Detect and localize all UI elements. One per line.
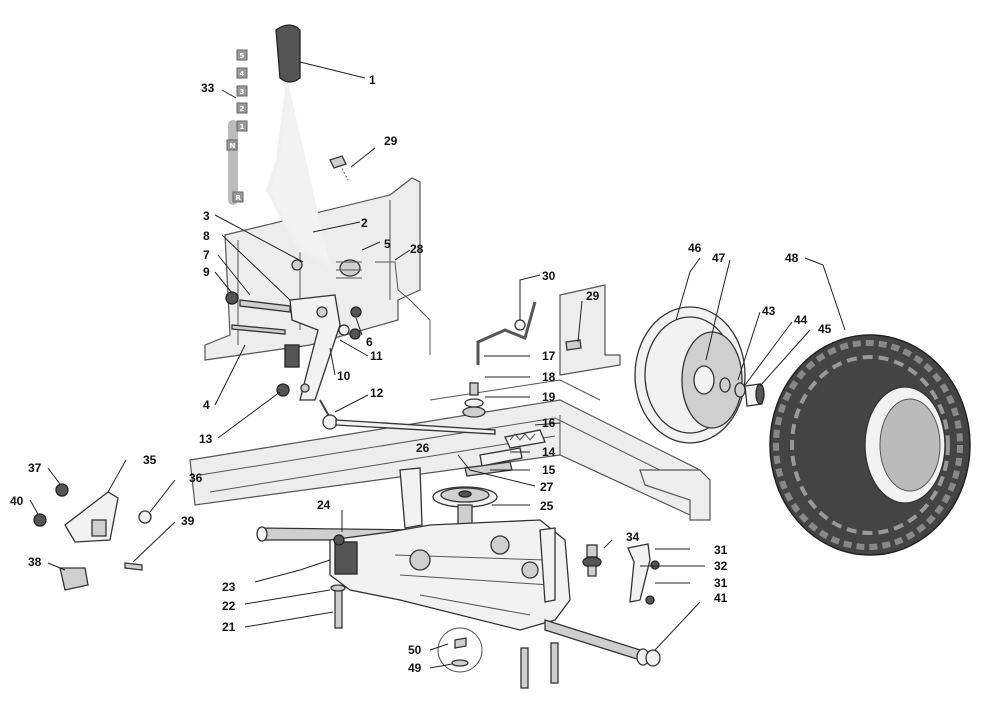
rod-30 bbox=[476, 301, 537, 365]
pivot-spring bbox=[291, 259, 362, 279]
callout-16: 16 bbox=[542, 416, 556, 430]
bolt-29-right bbox=[565, 339, 582, 351]
callout-22: 22 bbox=[222, 599, 236, 613]
callout-labels: 1 33 29 2 3 8 7 9 5 28 6 11 10 4 12 13 3… bbox=[10, 73, 832, 675]
callout-38: 38 bbox=[28, 555, 42, 569]
callout-8: 8 bbox=[203, 229, 210, 243]
callout-44: 44 bbox=[794, 313, 808, 327]
svg-text:N: N bbox=[230, 142, 236, 150]
callout-12: 12 bbox=[370, 386, 384, 400]
pivot-stack bbox=[462, 382, 486, 418]
leader-lines bbox=[29, 61, 846, 669]
callout-48: 48 bbox=[785, 251, 799, 265]
callout-24: 24 bbox=[317, 498, 331, 512]
gear-lever bbox=[265, 24, 331, 267]
callout-14: 14 bbox=[542, 445, 556, 459]
callout-49: 49 bbox=[408, 661, 422, 675]
hub-parts bbox=[719, 377, 765, 407]
callout-13: 13 bbox=[199, 432, 213, 446]
callout-29b: 29 bbox=[586, 289, 600, 303]
callout-23: 23 bbox=[222, 580, 236, 594]
rod-12 bbox=[319, 399, 496, 435]
svg-text:3: 3 bbox=[240, 88, 245, 96]
callout-17: 17 bbox=[542, 349, 556, 363]
callout-30: 30 bbox=[542, 269, 556, 283]
callout-29: 29 bbox=[384, 134, 398, 148]
valve-34 bbox=[582, 544, 602, 577]
svg-text:R: R bbox=[236, 194, 242, 202]
svg-text:5: 5 bbox=[240, 52, 245, 60]
rod-28 bbox=[375, 261, 431, 355]
callout-4: 4 bbox=[203, 398, 210, 412]
callout-41: 41 bbox=[714, 591, 728, 605]
gear-position-strip: 5 4 3 2 1 N R bbox=[226, 49, 248, 205]
washer-41 bbox=[645, 649, 661, 667]
callout-9: 9 bbox=[203, 265, 210, 279]
callout-31b: 31 bbox=[714, 576, 728, 590]
axle-bolts bbox=[330, 534, 559, 689]
lever-knob bbox=[275, 24, 301, 83]
callout-40: 40 bbox=[10, 494, 24, 508]
small-parts-left bbox=[33, 483, 152, 591]
callout-37: 37 bbox=[28, 461, 42, 475]
rim-46 bbox=[634, 306, 746, 444]
shift-linkage bbox=[225, 291, 362, 401]
callout-21: 21 bbox=[222, 620, 236, 634]
callout-10: 10 bbox=[337, 369, 351, 383]
callout-7: 7 bbox=[203, 248, 210, 262]
svg-text:1: 1 bbox=[240, 123, 245, 131]
callout-47: 47 bbox=[712, 251, 726, 265]
transaxle bbox=[256, 519, 650, 666]
callout-3: 3 bbox=[203, 209, 210, 223]
callout-1: 1 bbox=[369, 73, 376, 87]
callout-31: 31 bbox=[714, 543, 728, 557]
callout-27: 27 bbox=[540, 480, 554, 494]
callout-19: 19 bbox=[542, 390, 556, 404]
callout-32: 32 bbox=[714, 559, 728, 573]
callout-43: 43 bbox=[762, 304, 776, 318]
callout-46: 46 bbox=[688, 241, 702, 255]
callout-2: 2 bbox=[361, 216, 368, 230]
callout-35: 35 bbox=[143, 453, 157, 467]
callout-15: 15 bbox=[542, 463, 556, 477]
callout-36: 36 bbox=[189, 471, 203, 485]
detail-49-50 bbox=[437, 627, 483, 673]
svg-text:4: 4 bbox=[240, 70, 245, 78]
callout-50: 50 bbox=[408, 643, 422, 657]
callout-26: 26 bbox=[416, 441, 430, 455]
bolt-29-top bbox=[329, 155, 349, 181]
callout-25: 25 bbox=[540, 499, 554, 513]
callout-34: 34 bbox=[626, 530, 640, 544]
callout-11: 11 bbox=[370, 349, 383, 363]
svg-text:2: 2 bbox=[240, 105, 245, 113]
mount-bracket-left bbox=[399, 467, 423, 529]
callout-39: 39 bbox=[181, 514, 195, 528]
mount-bracket-right bbox=[539, 527, 660, 605]
callout-5: 5 bbox=[384, 237, 391, 251]
chassis-frame bbox=[189, 177, 711, 521]
callout-6: 6 bbox=[366, 335, 373, 349]
tire-48 bbox=[769, 334, 971, 556]
callout-28: 28 bbox=[410, 242, 424, 256]
callout-45: 45 bbox=[818, 322, 832, 336]
callout-33: 33 bbox=[201, 81, 215, 95]
callout-18: 18 bbox=[542, 370, 556, 384]
